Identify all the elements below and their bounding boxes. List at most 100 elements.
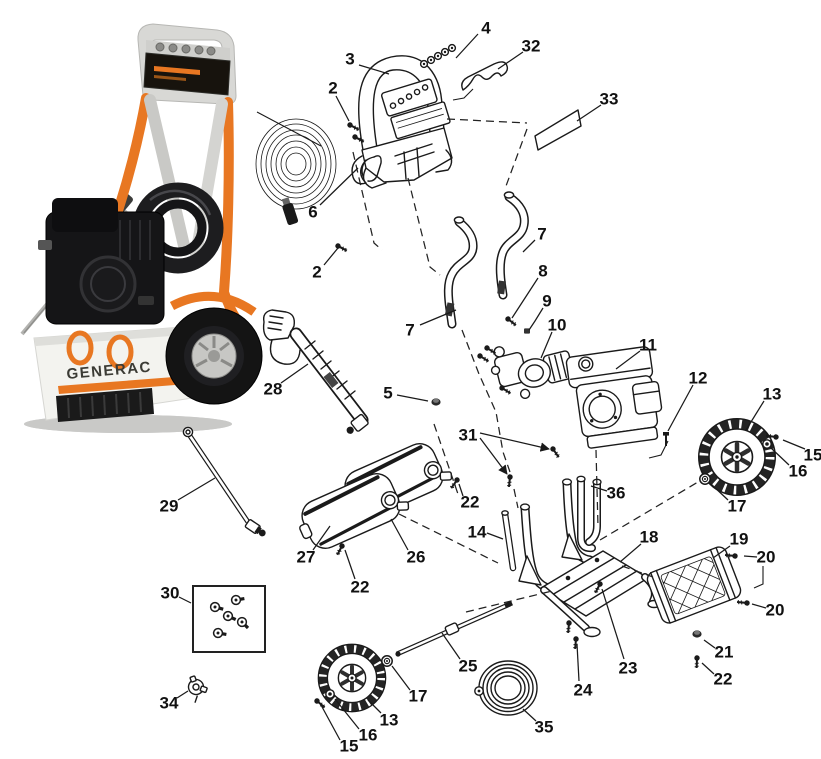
callout-leader-31 <box>479 437 508 475</box>
callout-label-18: 18 <box>640 528 659 547</box>
fastener-screw <box>314 698 326 709</box>
callout-label-14: 14 <box>468 523 487 542</box>
callout-leader-18 <box>619 543 642 563</box>
callout-leader-24 <box>576 643 580 682</box>
callout-label-26: 26 <box>407 548 426 567</box>
callout-label-12: 12 <box>689 369 708 388</box>
fastener-screw <box>484 345 497 355</box>
fastener-nozzle <box>222 610 237 622</box>
fastener-cap <box>426 55 436 65</box>
fastener-cap <box>440 47 450 57</box>
fastener-boltv <box>663 432 669 446</box>
part-25-axle <box>395 600 513 657</box>
fastener-flangenut <box>699 473 711 485</box>
callout-leader-28 <box>280 363 309 384</box>
dashed-guide-line <box>407 177 441 276</box>
fastener-screw <box>352 134 365 144</box>
callout-leader-2 <box>323 247 339 266</box>
part-13-wheel-left <box>319 645 386 712</box>
callout-label-30: 30 <box>161 584 180 603</box>
fastener-cap <box>433 51 443 61</box>
callout-label-36: 36 <box>607 484 626 503</box>
callout-leader-7 <box>419 309 457 326</box>
reference-line <box>452 88 474 101</box>
fastener-dot <box>594 557 600 563</box>
callout-leader-15 <box>320 704 341 741</box>
part-hose-coil-top <box>255 118 337 226</box>
callout-leader-30 <box>178 596 192 604</box>
callout-leader-17 <box>710 483 729 501</box>
fastener-cap <box>447 43 457 53</box>
fastener-screw <box>477 353 490 363</box>
callout-label-33: 33 <box>600 90 619 109</box>
callout-label-24: 24 <box>574 681 593 700</box>
photo-engine <box>38 198 165 325</box>
callout-label-2: 2 <box>328 79 337 98</box>
part-34-clip <box>187 675 208 703</box>
callout-label-27: 27 <box>297 548 316 567</box>
fastener-screw <box>347 122 360 132</box>
callout-label-32: 32 <box>522 37 541 56</box>
part-19-foot-tray <box>646 546 742 624</box>
part-10-pump <box>490 346 575 400</box>
callout-label-8: 8 <box>538 262 547 281</box>
callout-leader-31 <box>479 432 550 452</box>
callout-leader-4 <box>455 33 479 59</box>
callout-label-34: 34 <box>160 694 179 713</box>
photo-base: GENERAC <box>33 325 207 422</box>
dashed-guide-line <box>398 513 499 564</box>
callout-leader-19 <box>712 545 731 559</box>
callout-label-10: 10 <box>548 316 567 335</box>
fastener-screw <box>573 636 579 650</box>
fastener-dot <box>565 575 571 581</box>
fastener-screw <box>593 581 603 594</box>
part-14-rod <box>501 510 517 572</box>
fastener-nut <box>524 328 530 334</box>
part-11-engine <box>565 346 663 449</box>
callout-label-2: 2 <box>312 263 321 282</box>
fastener-washer <box>325 689 335 699</box>
callout-leader-29 <box>177 477 216 501</box>
callout-leader-22 <box>344 549 356 580</box>
dashed-guide-line <box>621 565 654 578</box>
callout-label-7: 7 <box>537 225 546 244</box>
callout-leader-35 <box>522 708 537 722</box>
callout-label-13: 13 <box>380 711 399 730</box>
photo-handle <box>137 23 237 105</box>
callout-leader-11 <box>615 350 641 370</box>
fastener-nozzle <box>230 594 245 606</box>
fastener-screw <box>566 620 572 634</box>
dashed-guide-line <box>446 118 528 124</box>
callout-label-22: 22 <box>714 670 733 689</box>
callout-label-19: 19 <box>730 530 749 549</box>
part-18-frame <box>518 478 661 638</box>
fastener-screw <box>736 600 750 606</box>
dashed-guide-line <box>599 481 699 541</box>
photo-wheel <box>165 291 263 405</box>
fastener-screw <box>335 543 345 556</box>
callout-leader-34 <box>176 690 189 699</box>
callout-label-13: 13 <box>763 385 782 404</box>
callout-leader-2 <box>335 95 350 122</box>
callout-label-9: 9 <box>542 292 551 311</box>
callout-leader-17 <box>391 665 411 691</box>
callout-label-17: 17 <box>409 687 428 706</box>
callout-label-7: 7 <box>405 321 414 340</box>
callout-leader-15 <box>782 439 806 450</box>
part-6-hose-hook <box>351 155 382 185</box>
alignment-guides <box>256 88 764 613</box>
part-33-decal-plate <box>534 109 582 151</box>
fastener-screw <box>507 474 513 488</box>
callout-label-17: 17 <box>728 497 747 516</box>
callout-label-4: 4 <box>481 19 491 38</box>
fastener-screw <box>450 477 460 489</box>
callout-label-29: 29 <box>160 497 179 516</box>
callout-label-22: 22 <box>351 578 370 597</box>
fastener-screw <box>505 316 517 327</box>
part-27-tank <box>299 473 410 549</box>
fastener-flangenut <box>381 655 393 667</box>
callout-label-11: 11 <box>639 336 657 355</box>
fastener-screw <box>724 553 738 559</box>
fastener-nozzle <box>212 627 227 639</box>
fastener-washer <box>762 439 772 449</box>
